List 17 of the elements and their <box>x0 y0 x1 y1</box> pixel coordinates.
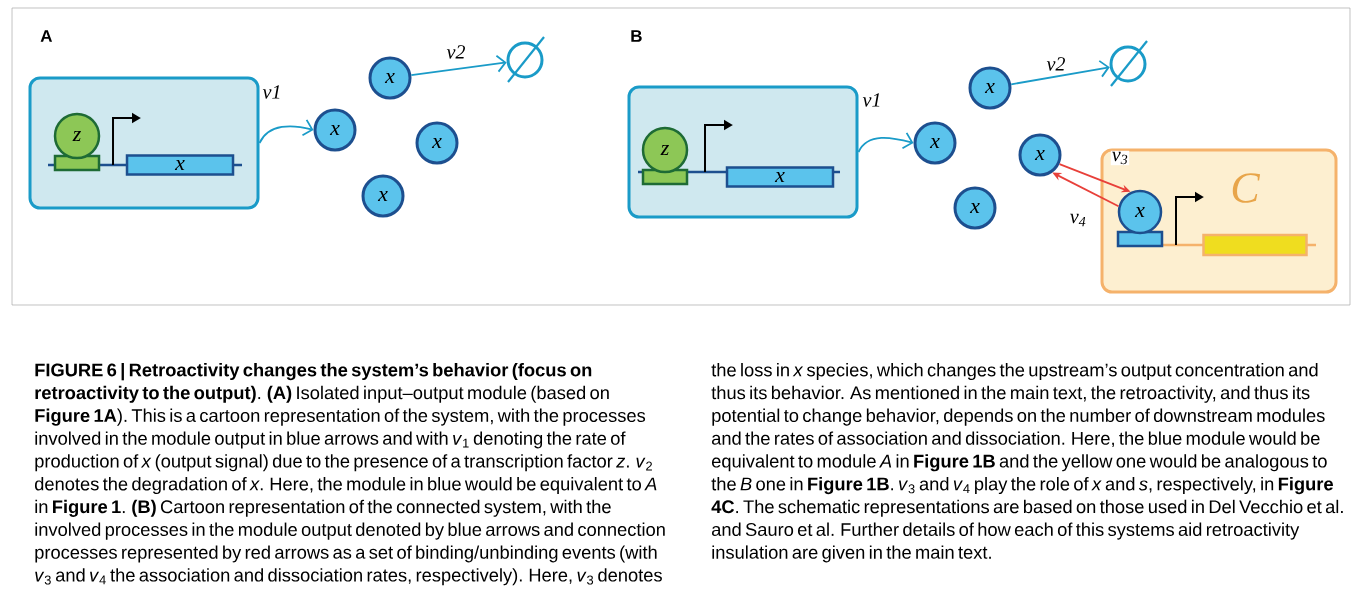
gene-bar: x <box>125 154 235 176</box>
arrow <box>1010 59 1110 86</box>
caption: FIGURE 6 | Retroactivity changes the system’s behavior (focus on retroactivity to the output). (A) Isolated input–output module (based on Figure 1A). This is a cartoon representation of the system, with the processes involved in the module output in blue arrows and with v$_{1}$ denoting the rate of production ofx (output signal) due to the presence of a transcription factor z. v$_{2}$ denotes the degradation ofx. Here, the module in blue would be equivalent to A in Figure 1. (B) Cartoon representation of the connected system, with the involved processes in the module output denoted by blue arrows and connection processes represented by red arrows as a set of binding/unbinding events (with v$_{3}$ and v$_{4}$ the association and dissociation rates, respectively). Here, v$_{3}$ denotes the loss in x species, which changes the upstream’s output concentration and thus its behavior. As mentioned in the main text, the retroactivity, and thus its potential to change behavior, depends on the number of downstream modules and the rates of association and dissociation. Here, the blue module would be equivalent to module A in Figure 1B and the yellow one would be analogous to the B one in Figure 1B. v$_{3}$ and v$_{4}$ play the role ofx and s, respectively, in Figure 4C. The schematic representations are based on those used in Del Vecchio et al. and Sauro et al. Further details of how each of this systems aid retroactivity insulation are given in the main text. <box>35 363 1343 586</box>
arrow <box>857 131 914 153</box>
rate-label: v1 <box>861 92 883 108</box>
arrow <box>258 118 314 144</box>
panel-letter: A <box>40 30 53 42</box>
empty-set-symbol <box>1109 40 1148 87</box>
panel-letter: B <box>631 30 642 42</box>
rate-label: v2 <box>1045 56 1067 72</box>
empty-set-symbol <box>506 36 545 83</box>
gene-bar: x <box>725 166 835 188</box>
rate-label: v1 <box>261 84 283 100</box>
rate-label: v$_{4}$ <box>1068 212 1088 228</box>
rate-label: v2 <box>445 44 467 60</box>
gene-bar <box>1202 233 1308 257</box>
arrow <box>410 54 507 77</box>
